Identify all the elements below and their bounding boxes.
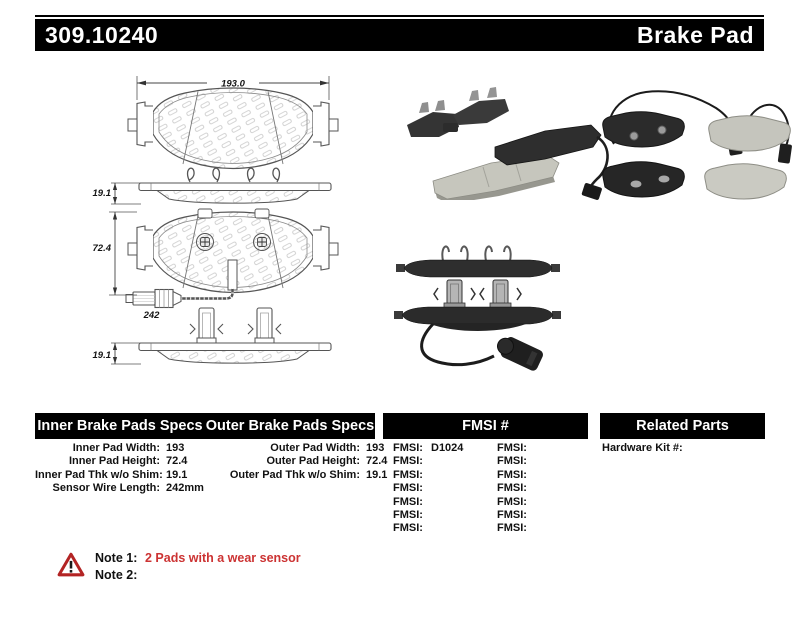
fmsi-row: FMSI: xyxy=(497,508,527,521)
clip-wires xyxy=(441,245,512,262)
fmsi-column-1: FMSI:D1024 FMSI: FMSI: FMSI: FMSI: FMSI:… xyxy=(393,442,463,536)
fmsi-row: FMSI: xyxy=(393,482,423,495)
wear-sensor-wire: 242 xyxy=(125,259,238,321)
note1-text: 2 Pads with a wear sensor xyxy=(145,551,301,565)
sensor-rivets xyxy=(196,208,271,251)
spec-row: Outer Pad Height:72.4 xyxy=(266,455,388,468)
fmsi-row: FMSI: xyxy=(497,495,527,508)
sensor-connector-profile xyxy=(496,337,543,371)
outer-specs-column: Outer Pad Width:193 Outer Pad Height:72.… xyxy=(200,442,388,482)
rivet xyxy=(658,175,670,183)
part-number-title: 309.10240 xyxy=(45,21,159,48)
rivet xyxy=(629,131,639,141)
pad-friction-bottom xyxy=(704,163,787,200)
pad-edge-bottom xyxy=(394,306,561,331)
fmsi-row: FMSI: xyxy=(497,442,527,454)
hardware-kit-row: Hardware Kit #: xyxy=(602,442,683,454)
header-bar: 309.10240 Brake Pad xyxy=(35,19,764,51)
pad-side-view-lower xyxy=(138,342,332,364)
dimension-thickness-lower: 19.1 xyxy=(93,342,141,365)
dimension-height: 72.4 xyxy=(93,211,137,296)
fmsi-row: FMSI: xyxy=(497,482,527,495)
dimension-label-height: 72.4 xyxy=(93,243,112,254)
pad-front-view xyxy=(127,87,339,170)
related-parts-column: Hardware Kit #: xyxy=(602,442,689,455)
rivet xyxy=(630,180,642,188)
specs-header-bar: Inner Brake Pads Specs Outer Brake Pads … xyxy=(35,413,375,439)
guide-pins xyxy=(189,307,282,345)
fmsi-row: FMSI: xyxy=(497,522,527,535)
spec-row: Sensor Wire Length:242mm xyxy=(52,482,204,495)
fmsi-row: FMSI: xyxy=(393,508,423,521)
fmsi-row: FMSI: xyxy=(393,495,423,508)
fmsi-header: FMSI # xyxy=(462,418,509,434)
technical-drawing: 193.0 19.1 xyxy=(93,76,339,365)
spec-row: Inner Pad Width:193 xyxy=(72,442,185,454)
dimension-label-thickness-lower: 19.1 xyxy=(93,350,112,361)
product-photo-hardware xyxy=(407,87,609,200)
pad-backing-top xyxy=(602,111,685,148)
product-photo-pad-set xyxy=(602,90,792,200)
pad-edge-top xyxy=(396,259,560,278)
note1-label: Note 1: xyxy=(95,551,138,565)
fmsi-row: FMSI: xyxy=(393,455,423,468)
pad-pins xyxy=(433,279,522,310)
spec-row: Inner Pad Height:72.4 xyxy=(68,455,188,468)
related-header-bar: Related Parts xyxy=(600,413,765,439)
pad-side-view xyxy=(138,182,332,204)
pad-backing-bottom xyxy=(602,161,685,198)
top-rule xyxy=(35,15,764,17)
rivet xyxy=(657,125,667,135)
hardware-clips-image xyxy=(407,87,509,137)
fmsi-column-2: FMSI: FMSI: FMSI: FMSI: FMSI: FMSI: FMSI… xyxy=(497,442,535,536)
dimension-width: 193.0 xyxy=(136,76,330,100)
related-parts-header: Related Parts xyxy=(636,418,729,434)
spec-row: Outer Pad Thk w/o Shim:19.1 xyxy=(229,468,388,481)
pad-friction-top xyxy=(708,115,791,152)
fmsi-header-bar: FMSI # xyxy=(383,413,588,439)
warning-icon xyxy=(57,552,85,577)
pad-dark-image xyxy=(494,124,609,200)
fmsi-row: FMSI: xyxy=(393,522,423,535)
spec-row: Outer Pad Width:193 xyxy=(270,442,385,454)
pad-light-image xyxy=(432,154,560,200)
product-photo-pad-profile xyxy=(394,245,561,371)
fmsi-row: FMSI: xyxy=(497,455,527,468)
product-type-title: Brake Pad xyxy=(636,21,754,48)
inner-specs-header: Inner Brake Pads Specs xyxy=(37,418,203,434)
sensor-connector-photo-2 xyxy=(777,143,792,164)
fmsi-row: FMSI:D1024 xyxy=(393,442,464,454)
outer-specs-header: Outer Brake Pads Specs xyxy=(205,418,375,434)
fmsi-row: FMSI: xyxy=(393,468,423,481)
inner-specs-column: Inner Pad Width:193 Inner Pad Height:72.… xyxy=(35,442,204,496)
dimension-thickness-upper: 19.1 xyxy=(93,182,141,205)
fmsi-row: FMSI: xyxy=(497,468,527,481)
sensor-wire-profile xyxy=(420,322,495,367)
dimension-label-thickness-upper: 19.1 xyxy=(93,188,112,199)
dimension-label-width: 193.0 xyxy=(221,79,245,90)
spec-row: Inner Pad Thk w/o Shim:19.1 xyxy=(35,468,188,481)
spring-clips xyxy=(186,167,281,183)
dimension-label-wire: 242 xyxy=(143,310,161,321)
note2-label: Note 2: xyxy=(95,568,138,582)
